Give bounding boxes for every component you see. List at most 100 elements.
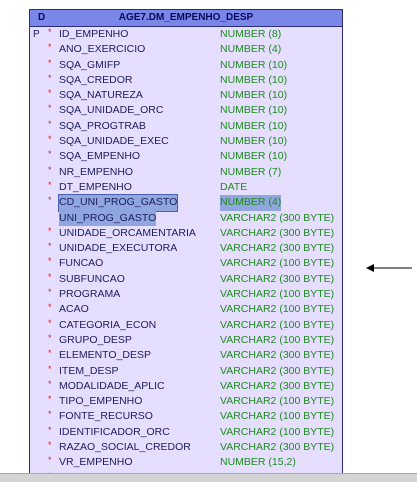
required-marker: * — [48, 72, 52, 83]
column-name: ACAO — [59, 303, 89, 316]
column-name: UNIDADE_ORCAMENTARIA — [59, 226, 196, 239]
required-marker: * — [48, 225, 52, 236]
entity-table[interactable]: D AGE7.DM_EMPENHO_DESP P * ID_EMPENHO NUMBE… — [29, 9, 343, 479]
required-marker: * — [48, 256, 52, 267]
required-marker: * — [48, 363, 52, 374]
required-marker: * — [48, 271, 52, 282]
entity-header[interactable]: D AGE7.DM_EMPENHO_DESP — [30, 10, 342, 27]
required-marker: * — [48, 164, 52, 175]
column-type: VARCHAR2 (100 BYTE) — [220, 318, 335, 331]
primary-key-marker: P — [33, 29, 40, 40]
column-name: FONTE_RECURSO — [59, 410, 153, 423]
column-type: VARCHAR2 (300 BYTE) — [220, 226, 335, 239]
column-name: VR_EMPENHO — [59, 456, 133, 469]
required-marker: * — [48, 440, 52, 451]
column-name: GRUPO_DESP — [59, 333, 132, 346]
column-row[interactable]: * SQA_CREDOR NUMBER (10) — [30, 73, 342, 88]
column-name: CD_UNI_PROG_GASTO — [57, 194, 179, 212]
column-name: ID_EMPENHO — [59, 28, 129, 40]
column-name: DT_EMPENHO — [59, 180, 132, 193]
column-type: NUMBER (10) — [220, 73, 288, 86]
column-name: FUNCAO — [59, 257, 104, 270]
required-marker: * — [48, 394, 52, 405]
column-name: SQA_UNIDADE_EXEC — [59, 135, 169, 148]
column-name: TIPO_EMPENHO — [59, 395, 143, 408]
column-name: SQA_GMIFP — [59, 58, 121, 71]
column-name: RAZAO_SOCIAL_CREDOR — [59, 441, 191, 454]
column-type: VARCHAR2 (100 BYTE) — [220, 257, 335, 270]
column-name: ITEM_DESP — [59, 364, 119, 377]
required-marker: * — [48, 378, 52, 389]
required-marker: * — [48, 118, 52, 129]
column-name: MODALIDADE_APLIC — [59, 379, 165, 392]
column-row[interactable]: * IDENTIFICADOR_ORC VARCHAR2 (100 BYTE) — [30, 425, 342, 440]
column-name: SQA_CREDOR — [59, 73, 133, 86]
entity-type-marker: D — [38, 12, 46, 23]
column-type: NUMBER (10) — [220, 104, 288, 117]
required-marker: * — [48, 317, 52, 328]
column-type: VARCHAR2 (300 BYTE) — [220, 272, 335, 285]
column-type: VARCHAR2 (300 BYTE) — [220, 211, 335, 224]
column-name: IDENTIFICADOR_ORC — [59, 425, 170, 438]
column-type: NUMBER (8) — [220, 28, 282, 40]
required-marker: * — [48, 195, 52, 206]
column-row[interactable]: * RAZAO_SOCIAL_CREDOR VARCHAR2 (300 BYTE) — [30, 440, 342, 455]
column-name: UNI_PROG_GASTO — [59, 210, 157, 226]
column-row[interactable]: * MODALIDADE_APLIC VARCHAR2 (300 BYTE) — [30, 379, 342, 394]
column-row[interactable]: * ITEM_DESP VARCHAR2 (300 BYTE) — [30, 364, 342, 379]
column-row[interactable]: UNI_PROG_GASTO VARCHAR2 (300 BYTE) — [30, 210, 342, 226]
column-type: VARCHAR2 (300 BYTE) — [220, 364, 335, 377]
column-row[interactable]: * UNIDADE_ORCAMENTARIA VARCHAR2 (300 BYTE) — [30, 226, 342, 241]
column-name: SQA_NATUREZA — [59, 89, 143, 102]
column-type: VARCHAR2 (300 BYTE) — [220, 379, 335, 392]
column-type: VARCHAR2 (300 BYTE) — [220, 242, 335, 255]
required-marker: * — [48, 57, 52, 68]
column-row[interactable]: P * ID_EMPENHO NUMBER (8) — [30, 27, 342, 42]
column-type: NUMBER (10) — [220, 89, 288, 102]
column-row[interactable]: * FUNCAO VARCHAR2 (100 BYTE) — [30, 256, 342, 271]
required-marker: * — [48, 287, 52, 298]
column-name: SQA_EMPENHO — [59, 150, 141, 163]
arrow-left-icon — [366, 264, 412, 272]
column-type: VARCHAR2 (100 BYTE) — [220, 288, 335, 301]
column-type: NUMBER (15,2) — [220, 456, 296, 469]
column-row[interactable]: * SQA_UNIDADE_ORC NUMBER (10) — [30, 103, 342, 118]
column-type: NUMBER (10) — [220, 119, 288, 132]
column-name: NR_EMPENHO — [59, 165, 134, 178]
column-name: ANO_EXERCICIO — [59, 43, 146, 56]
column-type: VARCHAR2 (100 BYTE) — [220, 425, 335, 438]
required-marker: * — [48, 424, 52, 435]
column-row[interactable]: * VR_EMPENHO NUMBER (15,2) — [30, 455, 342, 470]
required-marker: * — [48, 27, 52, 37]
column-name: SQA_UNIDADE_ORC — [59, 104, 164, 117]
horizontal-scrollbar[interactable] — [0, 473, 417, 482]
required-marker: * — [48, 134, 52, 145]
column-type: NUMBER (10) — [220, 150, 288, 163]
required-marker: * — [48, 103, 52, 114]
column-type: VARCHAR2 (100 BYTE) — [220, 410, 335, 423]
column-type: VARCHAR2 (300 BYTE) — [220, 441, 335, 454]
column-name: UNIDADE_EXECUTORA — [59, 242, 178, 255]
column-name: CATEGORIA_ECON — [59, 318, 157, 331]
required-marker: * — [48, 455, 52, 466]
column-row[interactable]: * CATEGORIA_ECON VARCHAR2 (100 BYTE) — [30, 318, 342, 333]
required-marker: * — [48, 348, 52, 359]
required-marker: * — [48, 179, 52, 190]
